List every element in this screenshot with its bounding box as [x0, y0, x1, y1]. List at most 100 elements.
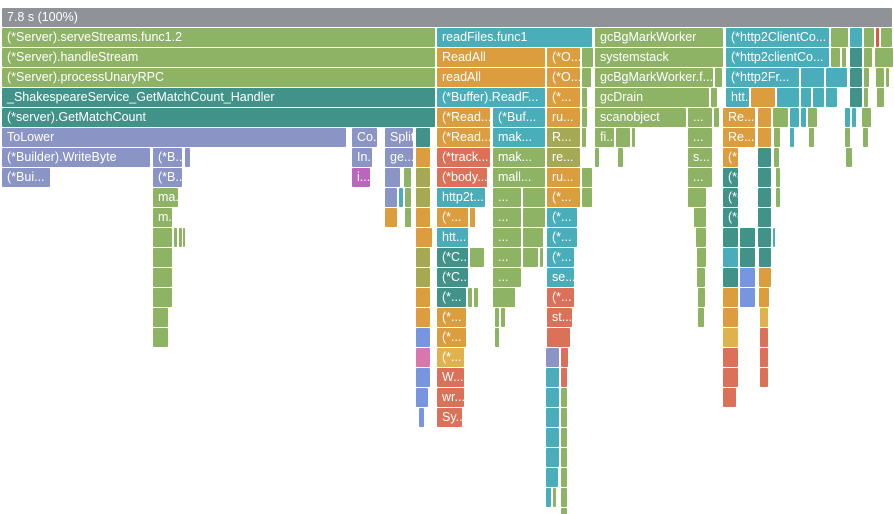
- flame-frame[interactable]: [758, 128, 771, 147]
- flame-frame[interactable]: [801, 68, 824, 87]
- flame-frame[interactable]: m...: [153, 208, 172, 227]
- flame-frame[interactable]: [875, 48, 893, 67]
- flame-frame[interactable]: ...: [493, 268, 521, 287]
- flame-frame[interactable]: (*...: [547, 228, 577, 247]
- flame-frame[interactable]: http2t...: [437, 188, 485, 207]
- flame-frame[interactable]: [831, 48, 840, 67]
- flame-frame[interactable]: In...: [352, 148, 372, 167]
- flame-frame[interactable]: ToLower: [2, 128, 346, 147]
- flame-frame[interactable]: (*http2clientCo...: [726, 48, 829, 67]
- flame-frame[interactable]: st...: [547, 308, 572, 327]
- flame-frame[interactable]: ...: [493, 188, 521, 207]
- flame-frame[interactable]: [416, 208, 430, 227]
- flame-frame[interactable]: [416, 288, 430, 307]
- flame-frame[interactable]: [416, 188, 430, 207]
- flame-frame[interactable]: ru...: [547, 108, 580, 127]
- flame-frame[interactable]: _ShakespeareService_GetMatchCount_Handle…: [2, 88, 435, 107]
- flame-frame[interactable]: [493, 288, 515, 307]
- flame-frame[interactable]: [385, 208, 397, 227]
- flame-frame[interactable]: [852, 108, 856, 127]
- flame-frame[interactable]: ...: [493, 208, 521, 227]
- flame-frame[interactable]: [618, 148, 623, 167]
- flame-frame[interactable]: systemstack: [595, 48, 723, 67]
- flame-frame[interactable]: ru...: [547, 168, 580, 187]
- flame-frame[interactable]: [582, 88, 587, 107]
- flame-frame[interactable]: ge...: [385, 148, 413, 167]
- flame-frame[interactable]: [740, 288, 755, 307]
- flame-frame[interactable]: [416, 348, 430, 367]
- flame-frame[interactable]: [831, 28, 848, 47]
- flame-frame[interactable]: [153, 268, 172, 287]
- flame-frame[interactable]: (*...: [437, 208, 468, 227]
- flame-frame[interactable]: [416, 368, 430, 387]
- flame-frame[interactable]: (*http2Fr...: [726, 68, 799, 87]
- flame-frame[interactable]: [864, 28, 874, 47]
- flame-frame[interactable]: [863, 128, 868, 147]
- flame-frame[interactable]: (*Builder).WriteByte: [2, 148, 150, 167]
- flame-frame[interactable]: readFiles.func1: [437, 28, 592, 47]
- flame-frame[interactable]: [582, 48, 593, 67]
- flame-frame[interactable]: (*Read...: [437, 128, 490, 147]
- flame-frame[interactable]: [582, 168, 592, 187]
- flame-frame[interactable]: ReadAll: [437, 48, 545, 67]
- flame-frame[interactable]: [501, 308, 505, 327]
- flame-frame[interactable]: [845, 128, 850, 147]
- flame-frame[interactable]: [546, 388, 559, 407]
- flame-frame[interactable]: Re...: [723, 108, 755, 127]
- flame-frame[interactable]: [546, 428, 559, 447]
- flame-frame[interactable]: [845, 108, 850, 127]
- flame-frame[interactable]: [595, 148, 599, 167]
- flame-frame[interactable]: (*Server).processUnaryRPC: [2, 68, 435, 87]
- flame-frame[interactable]: [862, 108, 871, 127]
- flame-root-frame[interactable]: 7.8 s (100%): [2, 8, 892, 27]
- flame-frame[interactable]: i...: [352, 168, 370, 187]
- flame-frame[interactable]: [886, 68, 889, 87]
- flame-frame[interactable]: [416, 228, 432, 247]
- flame-frame[interactable]: [759, 248, 771, 267]
- flame-frame[interactable]: [416, 388, 428, 407]
- flame-frame[interactable]: [790, 128, 794, 147]
- flame-frame[interactable]: [723, 328, 738, 347]
- flame-frame[interactable]: (*Bui...: [2, 168, 50, 187]
- flame-frame[interactable]: [153, 228, 172, 247]
- flame-frame[interactable]: (*Server).handleStream: [2, 48, 435, 67]
- flame-frame[interactable]: [759, 268, 771, 287]
- flame-frame[interactable]: [773, 228, 775, 247]
- flame-frame[interactable]: [540, 248, 543, 267]
- flame-frame[interactable]: [864, 48, 872, 67]
- flame-frame[interactable]: ...: [493, 248, 521, 267]
- flame-frame[interactable]: [715, 68, 722, 87]
- flame-frame[interactable]: (*http2ClientCo...: [726, 28, 829, 47]
- flame-frame[interactable]: Sy...: [437, 408, 462, 427]
- flame-frame[interactable]: [809, 128, 814, 147]
- flame-frame[interactable]: (*R...: [723, 148, 738, 167]
- flame-frame[interactable]: [523, 188, 545, 207]
- flame-frame[interactable]: (*C...: [437, 268, 468, 287]
- flame-frame[interactable]: [842, 48, 846, 67]
- flame-frame[interactable]: [174, 228, 177, 247]
- flame-frame[interactable]: [561, 388, 567, 407]
- flame-frame[interactable]: se...: [547, 268, 574, 287]
- flame-frame[interactable]: [185, 148, 190, 167]
- flame-frame[interactable]: (*...: [547, 188, 580, 207]
- flame-frame[interactable]: [696, 228, 706, 247]
- flame-frame[interactable]: [153, 288, 172, 307]
- flame-frame[interactable]: gcDrain: [595, 88, 709, 107]
- flame-frame[interactable]: htt...: [726, 88, 749, 107]
- flame-frame[interactable]: [774, 148, 779, 167]
- flame-frame[interactable]: [553, 488, 556, 507]
- flame-frame[interactable]: [751, 88, 775, 107]
- flame-frame[interactable]: W...: [437, 368, 464, 387]
- flame-frame[interactable]: [495, 328, 499, 347]
- flame-frame[interactable]: [523, 248, 538, 267]
- flame-frame[interactable]: [759, 288, 769, 307]
- flame-frame[interactable]: [523, 228, 543, 247]
- flame-frame[interactable]: [697, 248, 706, 267]
- flame-frame[interactable]: [698, 288, 705, 307]
- flame-frame[interactable]: [876, 68, 884, 87]
- flame-frame[interactable]: [801, 108, 806, 127]
- flame-frame[interactable]: (*Buf...: [493, 108, 545, 127]
- flame-frame[interactable]: (*O...: [547, 48, 580, 67]
- flame-frame[interactable]: [758, 188, 771, 207]
- flame-frame[interactable]: (*...: [547, 248, 574, 267]
